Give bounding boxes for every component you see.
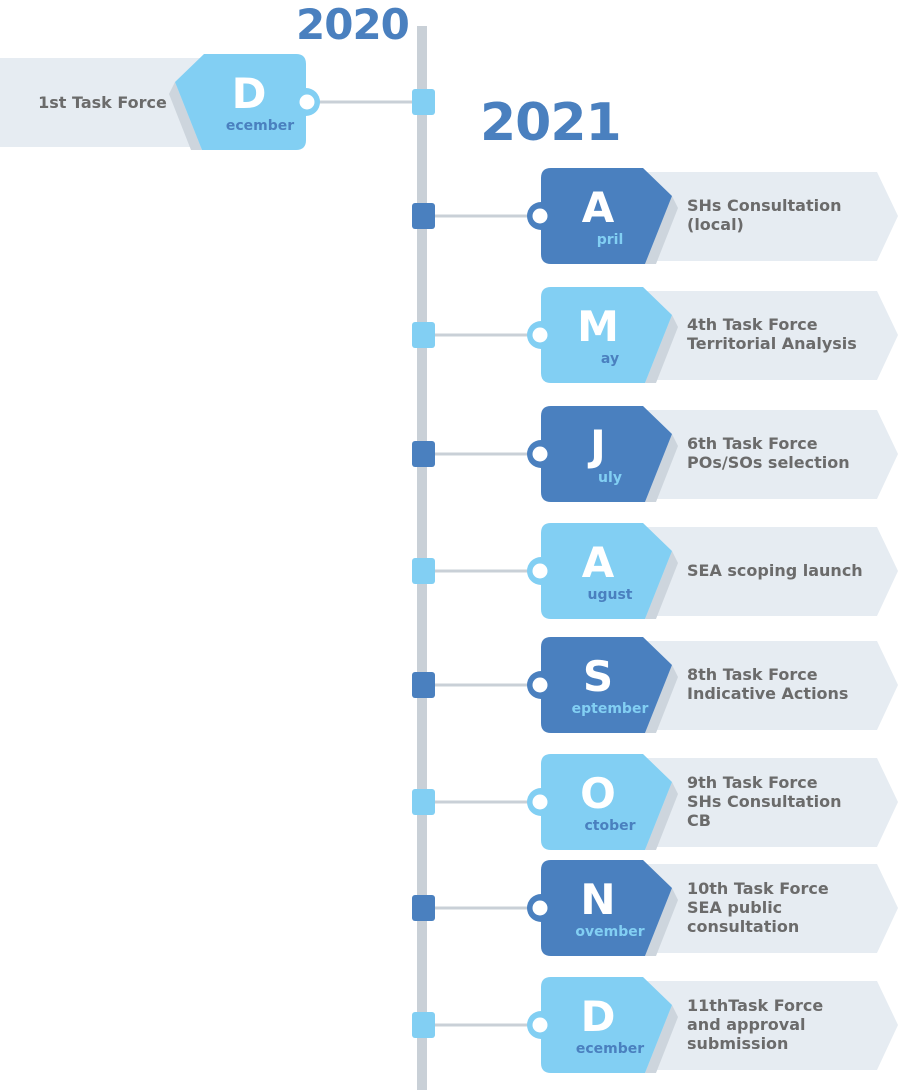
month-suffix: ecember — [225, 118, 295, 134]
event-label: 4th Task Force Territorial Analysis — [687, 315, 857, 353]
timeline-marker[interactable] — [412, 203, 435, 229]
timeline-marker[interactable] — [412, 672, 435, 698]
event-shapes — [412, 637, 898, 733]
tag-shadow — [645, 888, 678, 956]
tag-hole-icon — [532, 563, 548, 579]
tag-shadow — [645, 434, 678, 502]
month-suffix: ovember — [575, 924, 645, 940]
event-shapes — [412, 754, 898, 850]
event-label-panel — [645, 981, 898, 1070]
event-label-panel — [645, 172, 898, 261]
month-tag — [541, 977, 672, 1073]
month-initial: S — [582, 652, 614, 701]
tag-hole-icon — [532, 677, 548, 693]
event-label: 10th Task Force SEA public consultation — [687, 878, 829, 936]
event-label-panel — [645, 527, 898, 616]
event-label: 11thTask Force and approval submission — [687, 995, 824, 1053]
month-tag — [541, 406, 672, 502]
tag-hole-icon — [532, 900, 548, 916]
timeline-marker[interactable] — [412, 322, 435, 348]
event-label-panel — [645, 410, 898, 499]
month-tag — [541, 860, 672, 956]
tag-hole-icon — [532, 1017, 548, 1033]
month-tag — [175, 54, 306, 150]
month-tag — [541, 287, 672, 383]
event-shapes — [412, 287, 898, 383]
year-2020-heading: 2020 — [296, 0, 410, 49]
event-label: 9th Task Force SHs Consultation CB — [687, 772, 842, 830]
event-label: SHs Consultation (local) — [687, 196, 842, 234]
event-shapes — [412, 168, 898, 264]
timeline-marker[interactable] — [412, 558, 435, 584]
month-tag — [541, 168, 672, 264]
tag-shadow — [645, 782, 678, 850]
tag-shadow — [645, 1005, 678, 1073]
month-initial: O — [580, 769, 616, 818]
event-shapes — [0, 54, 435, 150]
month-suffix: pril — [596, 232, 624, 248]
timeline-marker[interactable] — [412, 1012, 435, 1038]
tag-shadow — [645, 315, 678, 383]
month-initial: A — [581, 183, 615, 232]
tag-hole-icon — [532, 794, 548, 810]
event-shapes — [412, 977, 898, 1073]
tag-shadow — [169, 82, 202, 150]
event-label-panel — [0, 58, 202, 147]
event-shapes — [412, 523, 898, 619]
month-initial: M — [577, 302, 619, 351]
timeline-marker[interactable] — [412, 89, 435, 115]
month-suffix: uly — [598, 470, 622, 486]
tag-hole-icon — [532, 208, 548, 224]
tag-hole-icon — [532, 327, 548, 343]
tag-hole-icon — [299, 94, 315, 110]
event-shapes — [412, 406, 898, 502]
month-initial: N — [580, 875, 616, 924]
month-suffix: eptember — [571, 701, 649, 717]
timeline-marker[interactable] — [412, 789, 435, 815]
month-tag — [541, 637, 672, 733]
month-suffix: ay — [600, 351, 620, 367]
month-tag — [541, 754, 672, 850]
month-initial: A — [581, 538, 615, 587]
event-label: 6th Task Force POs/SOs selection — [687, 434, 850, 472]
event-label: 1st Task Force — [38, 92, 167, 112]
month-suffix: ctober — [584, 818, 636, 834]
year-2021-heading: 2021 — [480, 93, 622, 153]
tag-shadow — [645, 551, 678, 619]
month-suffix: ugust — [587, 587, 633, 603]
event-label-panel — [645, 291, 898, 380]
event-label-panel — [645, 864, 898, 953]
event-label-panel — [645, 758, 898, 847]
month-tag — [541, 523, 672, 619]
month-suffix: ecember — [575, 1041, 645, 1057]
event-label-panel — [645, 641, 898, 730]
tag-hole-icon — [532, 446, 548, 462]
timeline-marker[interactable] — [412, 895, 435, 921]
event-shapes — [412, 860, 898, 956]
event-label: 8th Task Force Indicative Actions — [687, 665, 849, 703]
month-initial: J — [590, 421, 606, 470]
tag-shadow — [645, 196, 678, 264]
tag-shadow — [645, 665, 678, 733]
event-label: SEA scoping launch — [687, 560, 863, 580]
month-initial: D — [580, 992, 616, 1041]
month-initial: D — [231, 69, 267, 118]
timeline-marker[interactable] — [412, 441, 435, 467]
